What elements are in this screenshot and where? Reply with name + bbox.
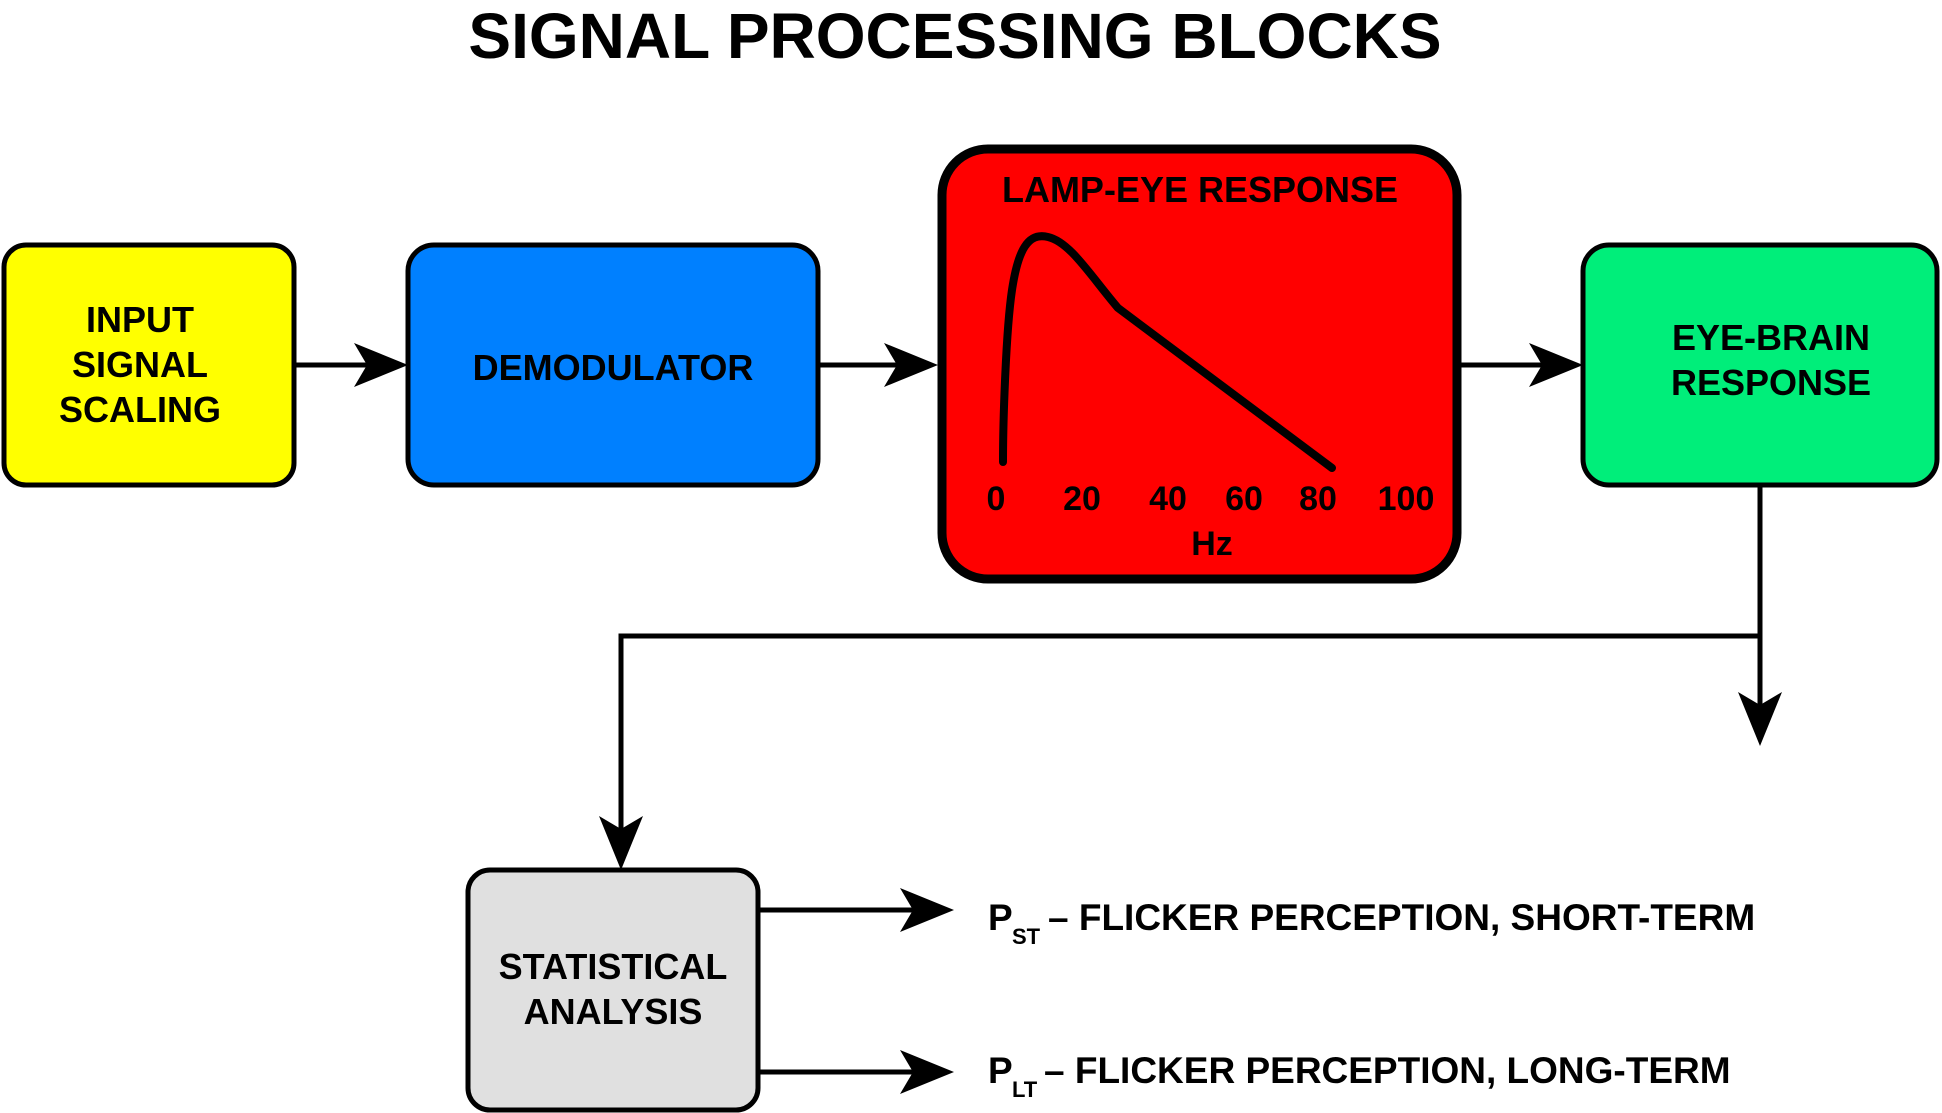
pst-description: – FLICKER PERCEPTION, SHORT-TERM <box>1048 897 1755 938</box>
lamp-eye-response-block: LAMP-EYE RESPONSE 0 20 40 60 80 100 Hz <box>937 144 1462 584</box>
statistical-block-shape <box>465 867 761 1113</box>
statistical-analysis-block: STATISTICAL ANALYSIS <box>465 867 761 1113</box>
pst-subscript: ST <box>1012 924 1041 949</box>
pst-symbol: P <box>988 897 1013 938</box>
axis-tick-40: 40 <box>1149 480 1187 518</box>
output-long-term-label: P LT – FLICKER PERCEPTION, LONG-TERM <box>988 1050 1731 1102</box>
input-block-label-line-1: INPUT <box>86 299 194 340</box>
axis-tick-20: 20 <box>1063 480 1101 518</box>
arrowhead-lamp-eye-to-eye-brain <box>1529 343 1583 387</box>
statistical-block-label-line-1: STATISTICAL <box>499 946 728 987</box>
axis-tick-80: 80 <box>1299 480 1337 518</box>
demodulator-block-label: DEMODULATOR <box>473 347 754 388</box>
plt-symbol: P <box>988 1050 1013 1091</box>
lamp-eye-response-curve <box>999 232 1336 472</box>
axis-tick-100: 100 <box>1378 480 1435 518</box>
plt-description: – FLICKER PERCEPTION, LONG-TERM <box>1044 1050 1731 1091</box>
arrowhead-input-to-demodulator <box>354 343 408 387</box>
arrowhead-demodulator-to-lamp-eye <box>884 343 938 387</box>
plt-subscript: LT <box>1012 1077 1038 1102</box>
axis-unit-label: Hz <box>1191 525 1233 563</box>
axis-tick-60: 60 <box>1225 480 1263 518</box>
arrowhead-to-statistical <box>599 816 643 870</box>
statistical-block-label-line-2: ANALYSIS <box>524 991 703 1032</box>
output-short-term-label: P ST – FLICKER PERCEPTION, SHORT-TERM <box>988 897 1755 949</box>
lamp-eye-block-title: LAMP-EYE RESPONSE <box>1002 169 1398 210</box>
connector-eye-brain-to-statistical <box>618 487 1763 855</box>
axis-tick-0: 0 <box>987 480 1006 518</box>
input-signal-scaling-block: INPUT SIGNAL SCALING <box>1 242 297 488</box>
demodulator-block: DEMODULATOR <box>405 242 821 488</box>
eye-brain-response-block: EYE-BRAIN RESPONSE <box>1580 242 1940 488</box>
arrowhead-statistical-to-pst <box>900 888 954 932</box>
eye-brain-block-label-line-1: EYE-BRAIN <box>1672 317 1870 358</box>
input-block-label-line-3: SCALING <box>59 389 221 430</box>
input-block-label-line-2: SIGNAL <box>72 344 208 385</box>
eye-brain-block-label-line-2: RESPONSE <box>1671 362 1871 403</box>
arrowhead-eye-brain-down-exit <box>1738 692 1782 746</box>
arrowhead-statistical-to-plt <box>900 1050 954 1094</box>
input-block-shape <box>1 242 297 488</box>
diagram-title: SIGNAL PROCESSING BLOCKS <box>468 0 1441 72</box>
connectors <box>296 343 1782 1094</box>
